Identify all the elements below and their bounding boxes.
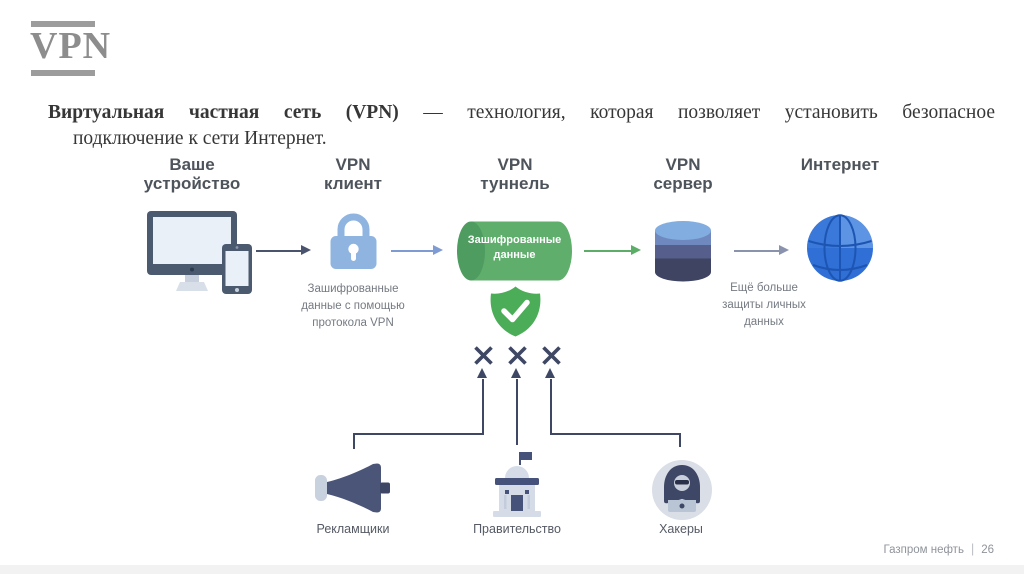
header-vpn-client: VPN клиент [323, 155, 382, 193]
megaphone-icon [315, 463, 390, 513]
globe-icon [807, 214, 873, 282]
header-vpn-server: VPN сервер [653, 155, 713, 193]
logo-vpn: VPN [30, 25, 112, 67]
label-advertisers: Рекламщики [316, 522, 390, 536]
footer: Газпром нефть | 26 [883, 542, 994, 556]
definition-text: Виртуальная частная сеть (VPN) — техноло… [48, 100, 995, 152]
hacker-icon [652, 460, 712, 520]
logo-bar-bottom [31, 70, 95, 76]
header-your-device: Ваше устройство [143, 155, 241, 193]
government-building-icon [493, 452, 541, 517]
definition-line1: Виртуальная частная сеть (VPN) — техноло… [48, 100, 995, 126]
lock-icon [330, 213, 377, 269]
tunnel-label: Зашифрованные данные [467, 234, 562, 261]
server-icon [655, 221, 711, 282]
definition-rest: — технология, которая позволяет установи… [423, 102, 996, 123]
footer-separator: | [970, 542, 975, 556]
definition-term: Виртуальная частная сеть (VPN) [48, 102, 399, 123]
x-mark-icon [474, 346, 493, 365]
label-government: Правительство [473, 522, 561, 536]
logo-bar-top [31, 21, 95, 27]
footer-company: Газпром нефть [883, 544, 964, 556]
x-mark-icon [542, 346, 561, 365]
definition-line2: подключение к сети Интернет. [73, 128, 327, 149]
caption-more-protection: Ещё больше защиты личных данных [722, 282, 806, 328]
x-mark-icon [508, 346, 527, 365]
tunnel-cylinder-icon [457, 221, 572, 281]
shield-check-icon [490, 286, 541, 337]
caption-encrypted-data: Зашифрованные данные с помощью протокола… [301, 283, 405, 329]
header-vpn-tunnel: VPN туннель [480, 155, 550, 193]
footer-page-number: 26 [981, 544, 994, 556]
label-hackers: Хакеры [659, 522, 703, 536]
bottom-edge-strip [0, 565, 1024, 574]
header-internet: Интернет [800, 155, 880, 174]
device-icon [147, 211, 252, 294]
